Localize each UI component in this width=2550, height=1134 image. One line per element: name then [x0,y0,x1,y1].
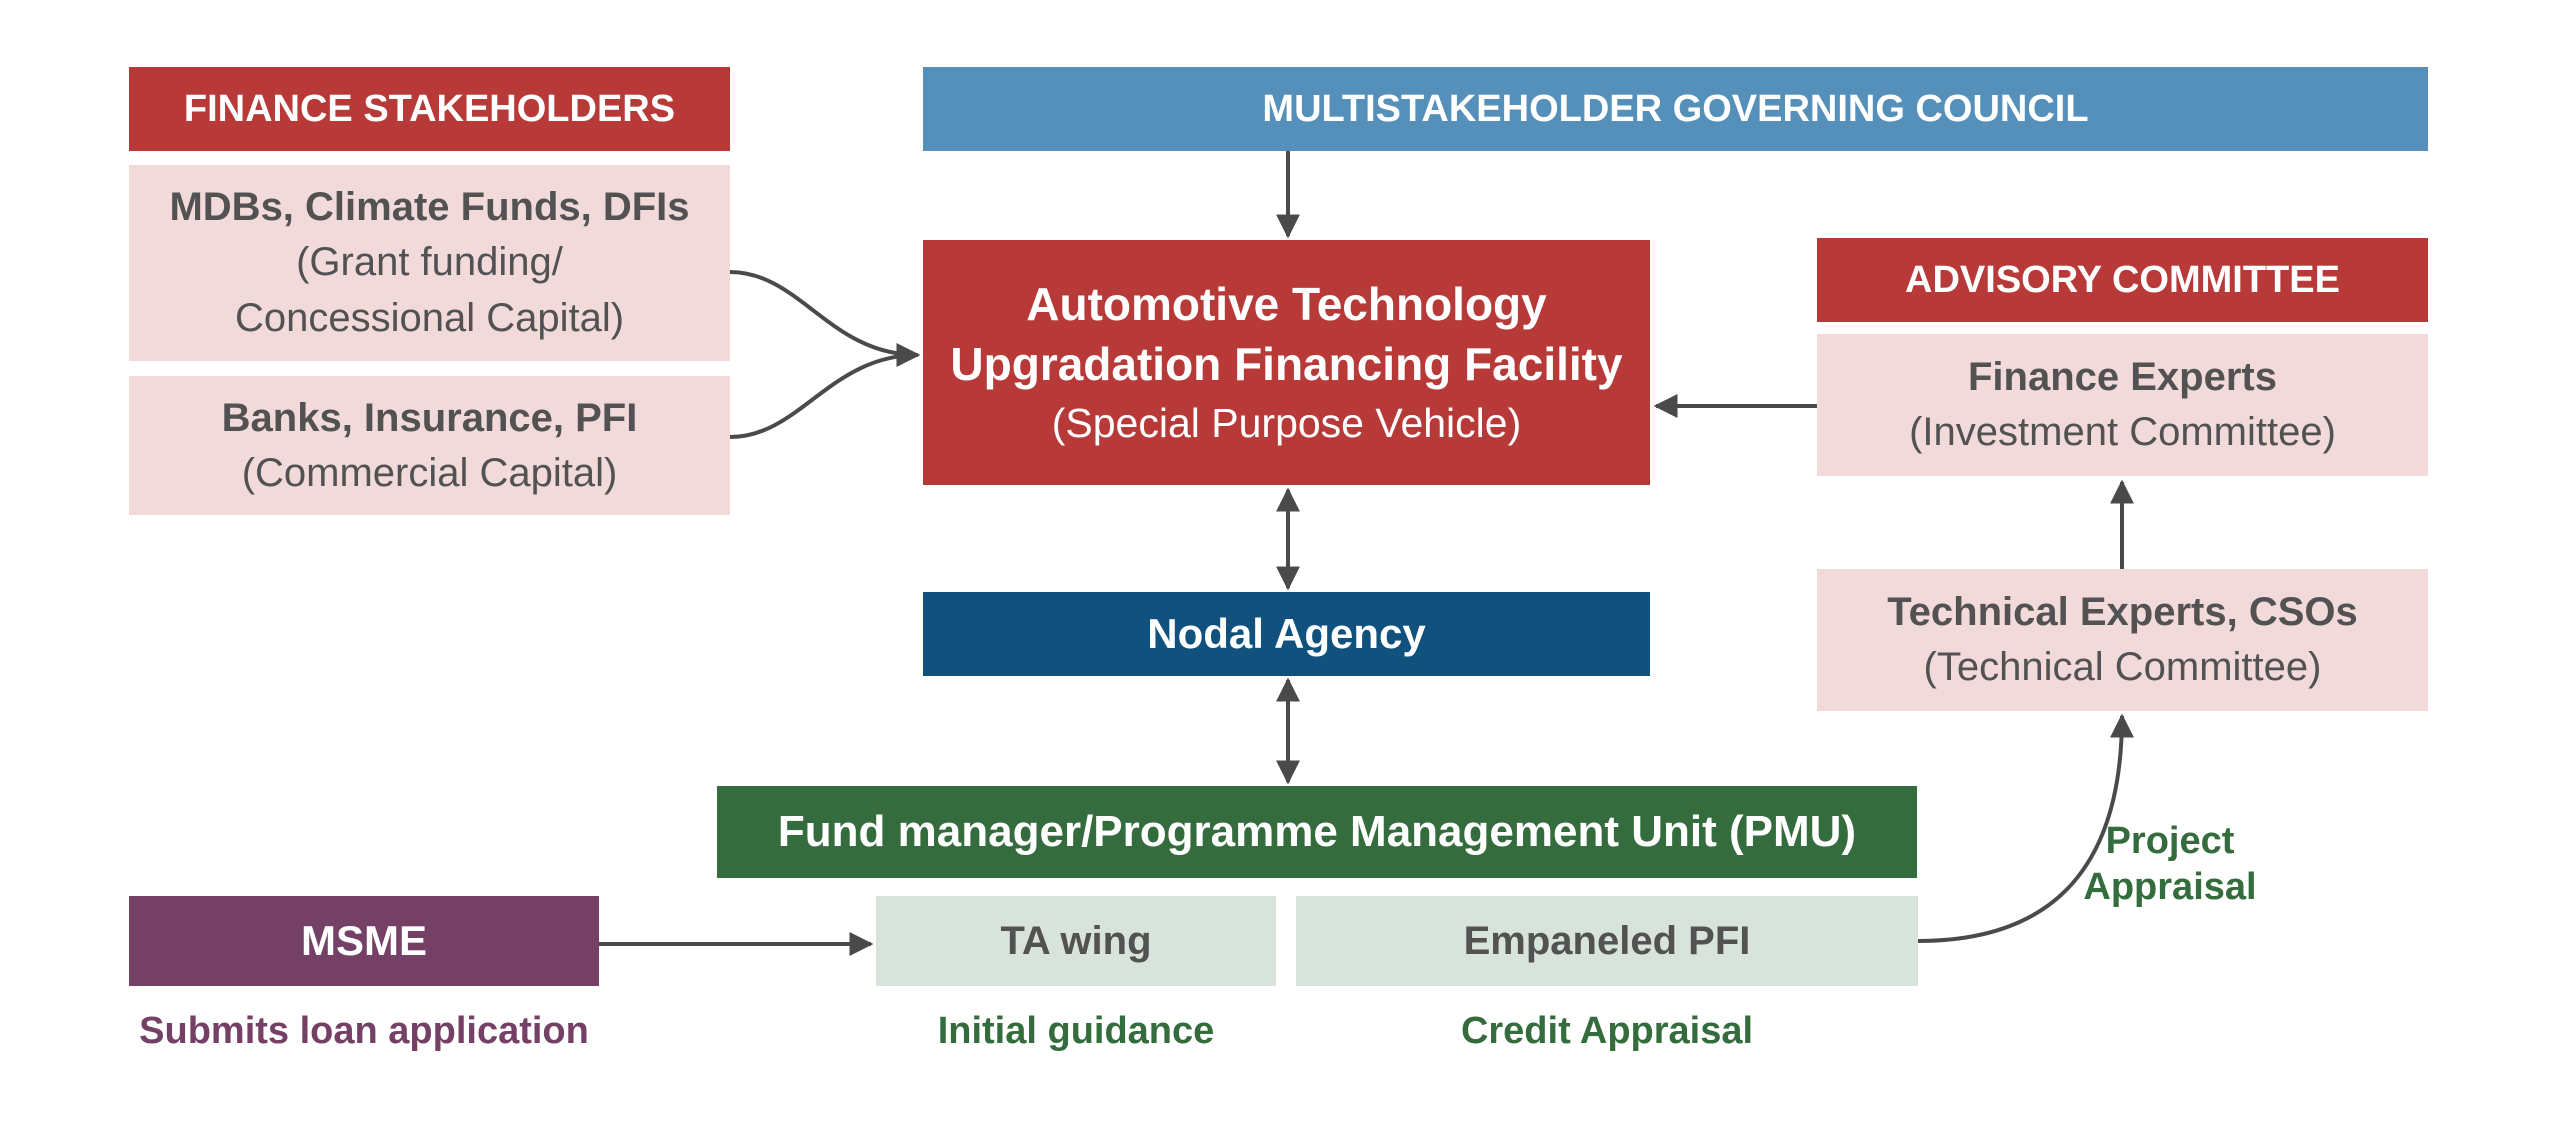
mdbs-line2: (Grant funding/ [296,240,563,284]
mdbs-title: MDBs, Climate Funds, DFIs [169,185,690,229]
finance-stakeholders-label: FINANCE STAKEHOLDERS [183,87,676,130]
ta-wing-label: TA wing [1000,919,1152,963]
msme-caption: Submits loan application [139,1010,589,1052]
banks-line2: (Commercial Capital) [241,450,618,495]
mdbs-line3: Concessional Capital) [234,296,625,340]
pmu-label: Fund manager/Programme Management Unit (… [777,807,1857,856]
finance-experts-sub: (Investment Committee) [1909,410,2336,454]
banks-insurance-box: Banks, Insurance, PFI (Commercial Capita… [129,376,730,515]
finance-stakeholders-header: FINANCE STAKEHOLDERS [129,67,730,151]
technical-experts-box: Technical Experts, CSOs (Technical Commi… [1817,569,2428,711]
facility-line3: (Special Purpose Vehicle) [1051,399,1522,446]
empaneled-pfi-caption: Credit Appraisal [1460,1010,1754,1052]
pmu-box: Fund manager/Programme Management Unit (… [717,786,1917,878]
banks-to-facility-curve [729,353,919,439]
financing-facility-box: Automotive Technology Upgradation Financ… [923,240,1650,485]
nodal-agency-box: Nodal Agency [923,592,1650,676]
advisory-committee-header: ADVISORY COMMITTEE [1817,238,2428,322]
mdbs-climate-funds-box: MDBs, Climate Funds, DFIs (Grant funding… [129,165,730,361]
ta-wing-box: TA wing [876,896,1276,986]
project-appraisal-caption: Project Appraisal [2060,818,2280,910]
governing-council-box: MULTISTAKEHOLDER GOVERNING COUNCIL [923,67,2428,151]
finance-experts-title: Finance Experts [1967,355,2277,399]
banks-title: Banks, Insurance, PFI [221,395,638,440]
empaneled-pfi-label: Empaneled PFI [1463,919,1751,963]
technical-experts-sub: (Technical Committee) [1923,645,2322,689]
project-appraisal-line2: Appraisal [2083,866,2257,908]
mdbs-to-facility-curve [729,270,921,367]
msme-label: MSME [301,917,427,964]
facility-line2: Upgradation Financing Facility [950,337,1623,390]
facility-line1: Automotive Technology [1026,277,1547,330]
pfi-to-technical-experts-curve [1917,713,2134,943]
empaneled-pfi-box: Empaneled PFI [1296,896,1918,986]
governing-council-label: MULTISTAKEHOLDER GOVERNING COUNCIL [1262,87,2089,130]
ta-wing-caption: Initial guidance [937,1010,1215,1052]
finance-experts-box: Finance Experts (Investment Committee) [1817,334,2428,476]
nodal-agency-label: Nodal Agency [1147,610,1426,657]
msme-box: MSME [129,896,599,986]
advisory-committee-label: ADVISORY COMMITTEE [1905,258,2340,301]
project-appraisal-line1: Project [2105,820,2235,862]
technical-experts-title: Technical Experts, CSOs [1887,590,2358,634]
